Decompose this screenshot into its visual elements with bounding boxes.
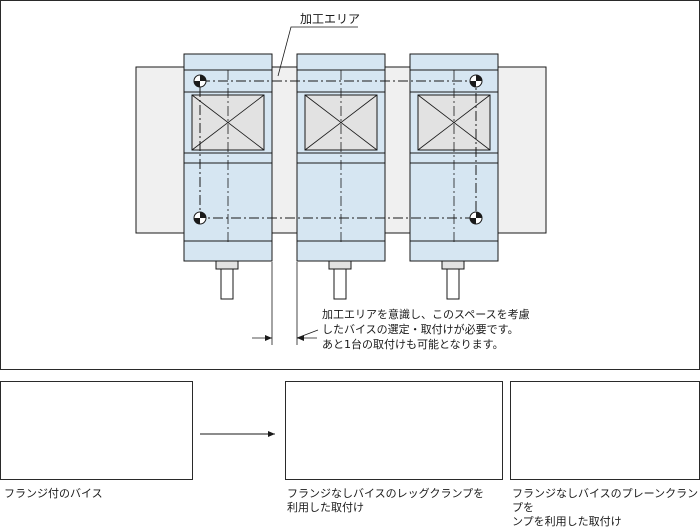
caption-line: フランジ付のバイス [4, 487, 103, 500]
note-line: 加工エリアを意識し、このスペースを考慮 [322, 308, 530, 321]
reference-mark [469, 211, 483, 225]
machining-area-outline [199, 80, 477, 219]
note-line: あと1台の取付けも可能となります。 [322, 338, 504, 351]
caption-flanged: フランジ付のバイス [4, 487, 103, 501]
area-leader-line [277, 26, 358, 77]
reference-mark [193, 74, 207, 88]
caption-line: 利用した取付け [287, 501, 364, 514]
example-frame-flanged [0, 381, 193, 480]
note-line: したバイスの選定・取付けが必要です。 [322, 323, 519, 336]
machining-area-label: 加工エリア [300, 12, 361, 26]
example-frame-leg-clamp [285, 381, 503, 480]
caption-line: ンプを利用した取付け [512, 515, 622, 528]
example-frame-plain-clamp [510, 381, 700, 480]
caption-line: フランジなしバイスのプレーンクランプを [512, 487, 699, 514]
caption-line: フランジなしバイスのレッグクランプを [287, 487, 485, 500]
spacing-note: 加工エリアを意識し、このスペースを考慮 したバイスの選定・取付けが必要です。 あ… [322, 307, 530, 352]
reference-mark [469, 74, 483, 88]
note-leader-line [296, 329, 319, 339]
caption-plain-clamp: フランジなしバイスのプレーンクランプを ンプを利用した取付け [512, 487, 700, 529]
reference-mark [193, 211, 207, 225]
caption-leg-clamp: フランジなしバイスのレッグクランプを 利用した取付け [287, 487, 484, 515]
